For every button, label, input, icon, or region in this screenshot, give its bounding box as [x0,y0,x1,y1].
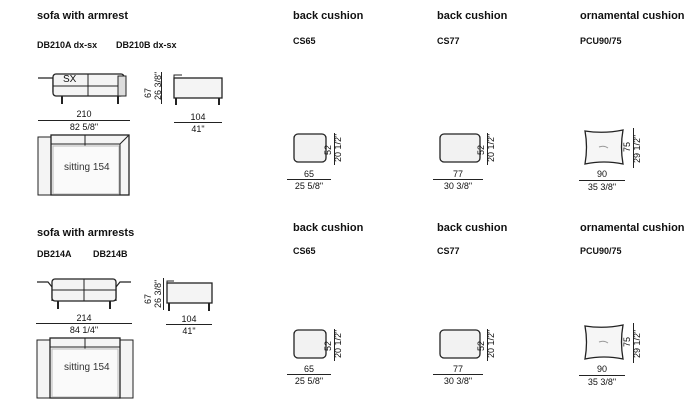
cushion-pcu90-75: ornamental cushion PCU90/75 75 29 1/2" 9… [579,212,699,402]
cushion-width-cm: 77 [452,364,463,374]
height-cm: 67 [143,293,153,304]
depth-in: 41" [182,326,196,336]
section-title: sofa with armrests [37,227,135,239]
cushion-height-cm: 52 [323,340,333,351]
cushion-code: CS65 [293,36,316,46]
sofa-top-view [37,134,130,196]
cushion-height-in: 20 1/2" [333,133,343,162]
cushion-height-cm: 75 [622,141,632,152]
sofa-top-view [36,337,134,399]
width-cm: 214 [76,313,92,323]
cushion-drawing [439,329,481,359]
cushion-width-in: 30 3/8" [443,181,473,191]
cushion-drawing [293,329,327,359]
model-code: DB214A [37,249,72,259]
height-in: 26 3/8" [153,279,163,308]
seating-label: sitting 154 [64,362,110,373]
width-cm: 210 [76,109,92,119]
cushion-drawing [584,324,624,360]
width-in: 82 5/8" [69,122,99,132]
cushion-cs77: back cushion CS77 52 20 1/2" 77 30 3/8" [433,212,557,402]
cushion-title: ornamental cushion [580,10,685,22]
cushion-code: CS77 [437,36,460,46]
cushion-width-cm: 90 [596,364,607,374]
cushion-height-in: 20 1/2" [486,133,496,162]
cushion-title: back cushion [437,10,508,22]
model-code: DB210B dx-sx [116,40,177,50]
cushion-drawing [293,133,327,163]
cushion-drawing [439,133,481,163]
cushion-height-in: 20 1/2" [333,329,343,358]
sofa-side-view [166,280,213,311]
cushion-code: CS65 [293,246,316,256]
sofa-side-view [173,74,223,105]
cushion-height-in: 29 1/2" [632,134,642,163]
cushion-code: CS77 [437,246,460,256]
cushion-code: PCU90/75 [580,246,622,256]
cushion-title: back cushion [437,222,508,234]
model-code: DB210A dx-sx [37,40,98,50]
cushion-width-in: 25 5/8" [294,376,324,386]
cushion-code: PCU90/75 [580,36,622,46]
depth-cm: 104 [190,112,206,122]
depth-in: 41" [191,124,205,134]
section-title: sofa with armrest [37,10,129,22]
cushion-height-cm: 75 [622,336,632,347]
cushion-title: ornamental cushion [580,222,685,234]
cushion-height-in: 20 1/2" [486,329,496,358]
cushion-cs65: back cushion CS65 52 20 1/2" 65 25 5/8" [287,212,413,402]
cushion-cs65: back cushion CS65 52 20 1/2" 65 25 5/8" [287,0,413,205]
cushion-width-in: 25 5/8" [294,181,324,191]
cushion-height-in: 29 1/2" [632,329,642,358]
cushion-width-cm: 90 [596,169,607,179]
depth-cm: 104 [181,314,197,324]
cushion-height-cm: 52 [476,340,486,351]
width-in: 84 1/4" [69,325,99,335]
seating-label: sitting 154 [64,162,110,173]
sofa-front-view [37,278,131,309]
cushion-cs77: back cushion CS77 52 20 1/2" 77 30 3/8" [433,0,557,205]
height-cm: 67 [143,87,153,98]
cushion-width-cm: 65 [303,169,314,179]
cushion-title: back cushion [293,10,364,22]
model-code: DB214B [93,249,128,259]
section-sofa-armrest: sofa with armrest DB210A dx-sx DB210B dx… [37,0,699,205]
sofa-front-view [38,73,127,104]
cushion-width-cm: 77 [452,169,463,179]
cushion-title: back cushion [293,222,364,234]
cushion-height-cm: 52 [476,144,486,155]
cushion-pcu90-75: ornamental cushion PCU90/75 75 29 1/2" 9… [579,0,699,205]
cushion-width-cm: 65 [303,364,314,374]
cushion-width-in: 30 3/8" [443,376,473,386]
cushion-drawing [584,129,624,165]
side-label: SX [63,74,77,85]
cushion-width-in: 35 3/8" [587,377,617,387]
cushion-width-in: 35 3/8" [587,182,617,192]
height-in: 26 3/8" [153,71,163,100]
section-sofa-armrests: sofa with armrests DB214A DB214B 67 26 3… [0,212,699,402]
cushion-height-cm: 52 [323,144,333,155]
